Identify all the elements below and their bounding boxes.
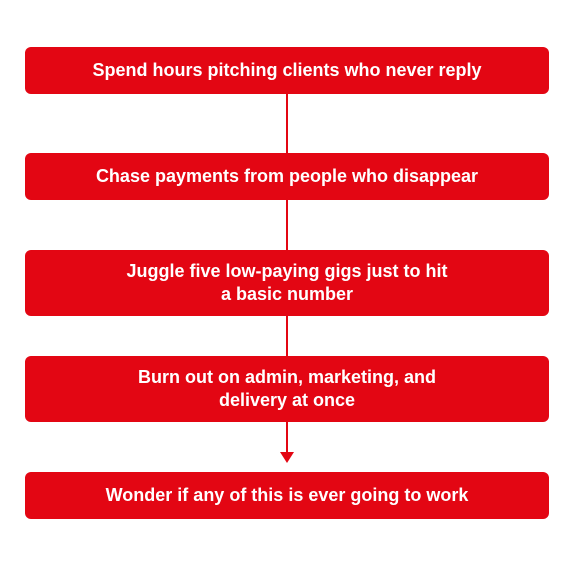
flow-step-5: Wonder if any of this is ever going to w… [25, 472, 549, 519]
connector-line [286, 200, 288, 250]
flow-step-label: Spend hours pitching clients who never r… [92, 60, 482, 80]
flow-step-4: Burn out on admin, marketing, and delive… [25, 356, 549, 422]
flow-step-label: Wonder if any of this is ever going to w… [105, 485, 469, 505]
connector-line [286, 422, 288, 458]
flow-step-label: Burn out on admin, marketing, and delive… [137, 367, 436, 410]
connector-line [286, 316, 288, 356]
flow-step-3: Juggle five low-paying gigs just to hit … [25, 250, 549, 316]
arrow-down-icon [280, 452, 294, 463]
flow-step-label: Juggle five low-paying gigs just to hit … [126, 261, 448, 304]
flow-step-1: Spend hours pitching clients who never r… [25, 47, 549, 94]
flow-step-label: Chase payments from people who disappear [95, 166, 479, 186]
connector-line [286, 94, 288, 153]
flow-step-2: Chase payments from people who disappear [25, 153, 549, 200]
